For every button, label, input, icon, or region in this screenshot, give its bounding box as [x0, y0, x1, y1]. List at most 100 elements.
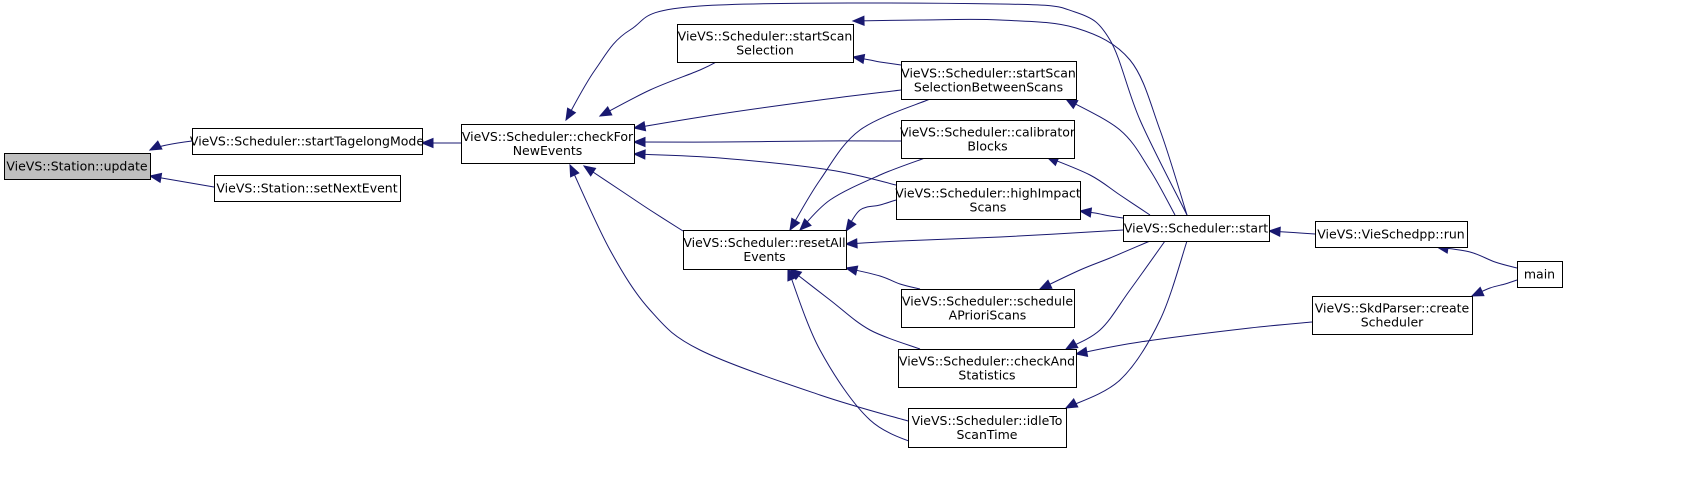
node-label: VieVS::Scheduler::startScan — [678, 29, 853, 44]
arrowhead — [789, 217, 801, 232]
edge-line — [1065, 98, 1176, 216]
arrowhead — [148, 140, 163, 151]
node-vieschedpp-run[interactable]: VieVS::VieSchedpp::run — [1315, 221, 1468, 248]
arrowhead — [569, 163, 580, 178]
node-label: main — [1524, 267, 1555, 282]
edge-line — [845, 267, 921, 290]
node-label: VieVS::Scheduler::resetAll — [683, 235, 845, 250]
edge-line — [789, 98, 931, 231]
node-box — [898, 349, 1077, 388]
node-label: VieVS::Scheduler::checkFor — [462, 129, 634, 144]
arrowhead — [851, 53, 866, 65]
arrowhead — [1078, 207, 1093, 218]
node-box — [901, 120, 1075, 159]
edge-start_scan_selection_between-to-reset_all_events — [789, 98, 931, 232]
edge-check_for_new_events-to-start_tagelong — [420, 137, 462, 149]
edge-idle_to_scan_time-to-check_for_new_events — [569, 163, 909, 422]
node-label: Events — [743, 249, 785, 264]
node-box — [901, 289, 1075, 328]
node-start-scan-selection-between[interactable]: VieVS::Scheduler::startScanSelectionBetw… — [901, 61, 1077, 100]
node-box — [901, 61, 1077, 100]
node-label: NewEvents — [513, 143, 583, 158]
edge-line — [852, 18, 1188, 216]
node-label: VieVS::Scheduler::idleTo — [912, 413, 1063, 428]
edge-line — [1065, 240, 1166, 350]
edge-main-to-skdparser_create — [1470, 279, 1518, 297]
arrowhead — [582, 165, 597, 177]
edge-line — [633, 89, 902, 129]
edge-scheduler_start-to-start_scan_selection — [851, 15, 1188, 216]
edge-vieschedpp_run-to-scheduler_start — [1267, 226, 1316, 237]
edge-calibrator_blocks-to-reset_all_events — [799, 157, 926, 231]
edge-high_impact_scans-to-check_for_new_events — [632, 149, 897, 186]
edge-high_impact_scans-to-reset_all_events — [845, 199, 897, 233]
arrowhead — [1064, 338, 1079, 350]
node-label: VieVS::Scheduler::checkAnd — [899, 354, 1075, 369]
edge-line — [1046, 156, 1151, 216]
node-box — [4, 153, 151, 180]
arrowhead — [632, 120, 647, 132]
node-label: VieVS::Scheduler::start — [1124, 221, 1268, 236]
node-box — [683, 230, 847, 270]
node-box — [1517, 261, 1563, 288]
arrowhead — [1038, 279, 1053, 290]
node-label: VieVS::Scheduler::schedule — [902, 294, 1073, 309]
edge-scheduler_start-to-check_for_new_events — [565, 2, 1188, 216]
edge-skdparser_create-to-check_and_statistics — [1074, 321, 1313, 358]
node-start-tagelong[interactable]: VieVS::Scheduler::startTagelongMode — [190, 128, 424, 155]
node-scheduler-start[interactable]: VieVS::Scheduler::start — [1123, 215, 1270, 242]
node-label: SelectionBetweenScans — [914, 80, 1063, 95]
node-label: VieVS::Scheduler::startScan — [901, 66, 1076, 81]
edge-scheduler_start-to-high_impact_scans — [1078, 207, 1124, 219]
edge-line — [565, 2, 1188, 216]
edge-line — [633, 140, 902, 143]
node-label: ScanTime — [957, 427, 1018, 442]
arrowhead — [787, 267, 798, 282]
node-box — [677, 24, 854, 63]
node-station-update[interactable]: VieVS::Station::update — [4, 153, 151, 180]
edge-check_and_statistics-to-reset_all_events — [788, 268, 921, 350]
node-label: VieVS::Scheduler::highImpact — [895, 186, 1081, 201]
edge-line — [583, 165, 684, 232]
edge-line — [845, 229, 1124, 245]
node-box — [908, 408, 1067, 448]
edge-line — [787, 268, 926, 448]
node-label: Statistics — [958, 368, 1015, 383]
node-box — [896, 181, 1081, 220]
node-box — [461, 124, 635, 164]
edge-set_next_event-to-station_update — [148, 172, 215, 188]
edge-line — [1039, 240, 1151, 290]
node-box — [214, 175, 401, 202]
node-label: VieVS::Scheduler::startTagelongMode — [190, 134, 424, 149]
arrowhead — [1267, 226, 1281, 237]
arrowhead — [148, 172, 163, 184]
arrowhead — [1074, 346, 1089, 358]
edge-line — [1065, 240, 1188, 409]
arrowhead — [632, 136, 646, 148]
node-label: Scheduler — [1361, 315, 1424, 330]
node-box — [1315, 221, 1468, 248]
arrowhead — [844, 265, 859, 276]
edge-line — [789, 268, 921, 350]
node-box — [192, 128, 423, 155]
node-label: VieVS::VieSchedpp::run — [1317, 227, 1464, 242]
node-label: Scans — [970, 200, 1007, 215]
node-main[interactable]: main — [1517, 261, 1563, 288]
edge-start_scan_selection_between-to-check_for_new_events — [632, 89, 902, 132]
arrowhead — [565, 107, 577, 122]
node-label: APrioriScans — [949, 308, 1027, 323]
node-set-next-event[interactable]: VieVS::Station::setNextEvent — [214, 175, 401, 202]
arrowhead — [851, 15, 865, 27]
edge-line — [633, 153, 897, 186]
edge-calibrator_blocks-to-check_for_new_events — [632, 136, 902, 148]
